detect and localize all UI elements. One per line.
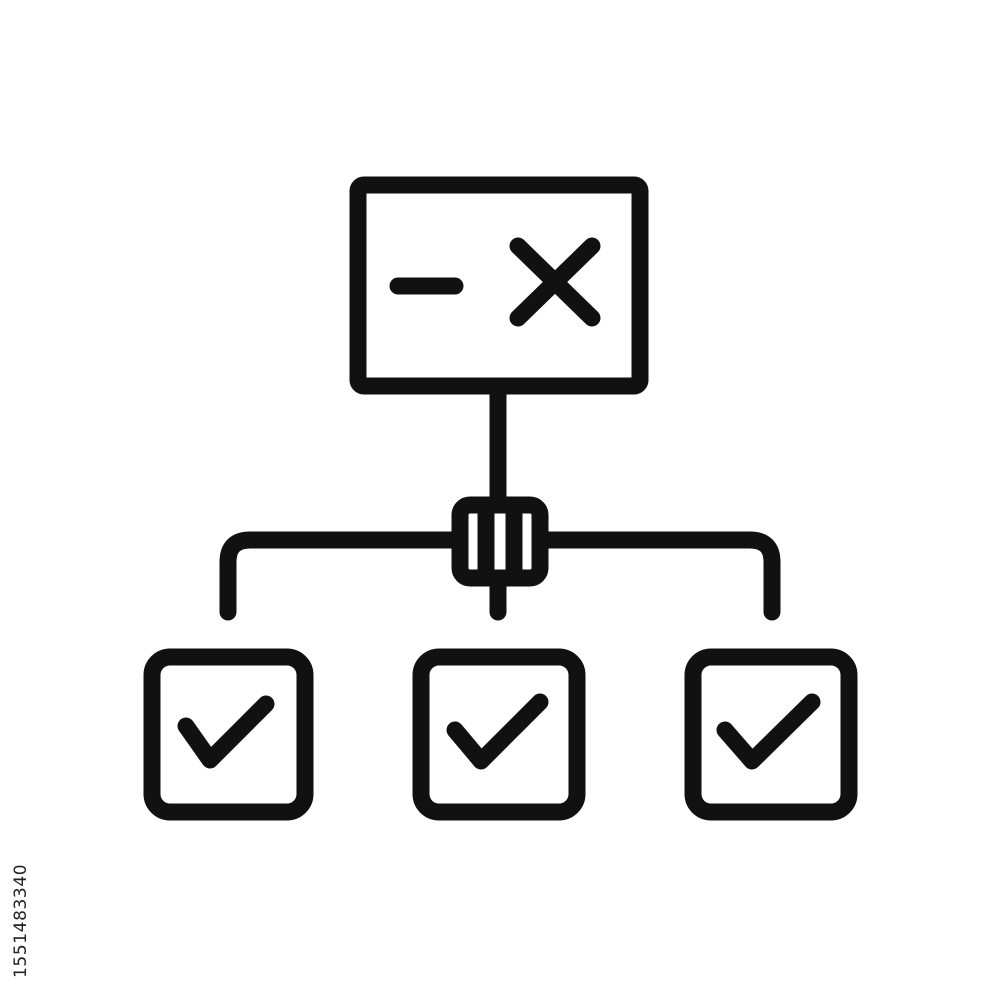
child-node-3	[684, 648, 858, 821]
checkmark-icon	[177, 695, 275, 769]
child-node-1	[143, 648, 314, 821]
checkmark-icon	[716, 693, 821, 770]
right-branch-line	[531, 531, 781, 621]
child-node-2	[412, 648, 586, 821]
x-mark-icon	[509, 237, 601, 327]
root-node	[349, 176, 649, 395]
image-id-label: 1551483340	[11, 863, 31, 978]
junction-node	[451, 496, 549, 587]
left-branch-line	[219, 531, 469, 621]
checkmark-icon	[446, 693, 549, 770]
